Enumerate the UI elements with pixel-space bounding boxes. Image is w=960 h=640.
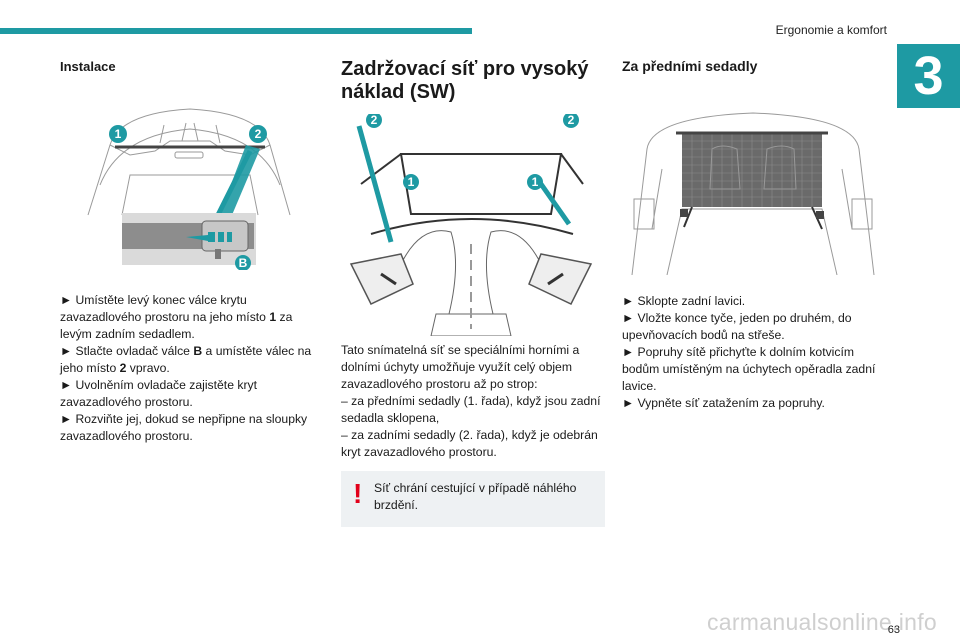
svg-text:1: 1 <box>115 127 122 141</box>
net-behind-front-seats-illustration <box>622 89 884 275</box>
installation-step-2: ► Stlačte ovladač válce B a umístěte vál… <box>60 344 312 375</box>
chapter-number-tab: 3 <box>897 44 960 108</box>
svg-text:B: B <box>239 256 248 270</box>
svg-text:1: 1 <box>532 175 539 189</box>
behind-front-seats-heading: Za předními sedadly <box>622 58 758 74</box>
front-seats-step-3: ► Popruhy sítě přichyťte k dolním kotvic… <box>622 345 876 393</box>
page-number: 63 <box>887 624 900 636</box>
callout-badge-1-left: 1 <box>403 174 419 190</box>
installation-step-1: ► Umístěte levý konec válce krytu zavaza… <box>60 293 293 341</box>
watermark: carmanualsonline.info <box>706 609 937 635</box>
column-installation: Instalace 1 2 <box>60 58 318 445</box>
warning-text: Síť chrání cestující v případě náhlého b… <box>374 481 577 512</box>
cargo-net-heading: Zadržovací síť pro vysoký náklad (SW) <box>341 58 589 103</box>
svg-text:2: 2 <box>255 127 262 141</box>
callout-badge-b: B <box>235 255 251 270</box>
column-cargo-net: Zadržovací síť pro vysoký náklad (SW) 2 <box>341 58 605 527</box>
column-behind-front-seats: Za předními sedadly ► Sklopte zadní lavi… <box>622 58 884 412</box>
callout-badge-2: 2 <box>249 125 267 143</box>
section-title: Ergonomie a komfort <box>775 23 887 37</box>
front-seats-step-2: ► Vložte konce tyče, jeden po druhém, do… <box>622 311 852 342</box>
callout-badge-2-left: 2 <box>366 114 382 128</box>
warning-icon: ! <box>353 478 363 509</box>
svg-text:1: 1 <box>408 175 415 189</box>
callout-badge-1: 1 <box>109 125 127 143</box>
callout-badge-1-right: 1 <box>527 174 543 190</box>
svg-text:2: 2 <box>371 114 378 127</box>
installation-heading: Instalace <box>60 59 116 74</box>
front-seats-step-1: ► Sklopte zadní lavici. <box>622 294 746 308</box>
header-accent-bar <box>0 28 472 34</box>
installation-step-3: ► Uvolněním ovladače zajistěte kryt zava… <box>60 378 257 409</box>
cargo-net-option-2: – za zadními sedadly (2. řada), když je … <box>341 428 598 459</box>
installation-step-4: ► Rozviňte jej, dokud se nepřipne na slo… <box>60 412 308 443</box>
cargo-net-illustration: 2 2 1 1 <box>341 114 605 336</box>
cargo-net-intro: Tato snímatelná síť se speciálními horní… <box>341 343 580 391</box>
warning-note: ! Síť chrání cestující v případě náhlého… <box>341 471 605 527</box>
trunk-cover-illustration: 1 2 B <box>60 85 318 270</box>
front-seats-step-4: ► Vypněte síť zatažením za popruhy. <box>622 396 825 410</box>
svg-text:2: 2 <box>568 114 575 127</box>
callout-badge-2-right: 2 <box>563 114 579 128</box>
cargo-net-option-1: – za předními sedadly (1. řada), když js… <box>341 394 601 425</box>
